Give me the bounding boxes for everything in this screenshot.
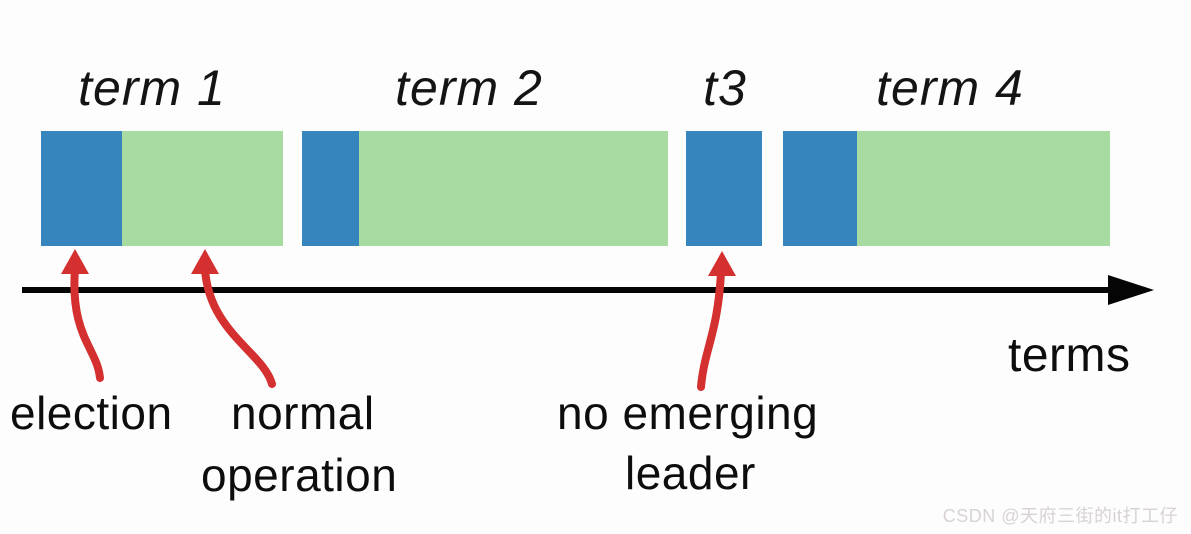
election-pointer-arrow xyxy=(61,249,104,382)
term1-title: term 1 xyxy=(78,60,226,116)
no-emerging-leader-label-line2: leader xyxy=(625,447,756,499)
no-emerging-leader-label-line1: no emerging xyxy=(557,387,819,439)
term4-normal-operation-segment xyxy=(857,131,1110,246)
term1-election-segment xyxy=(41,131,122,246)
no-emerging-leader-pointer-arrow xyxy=(697,251,736,391)
term3-election-segment xyxy=(686,131,762,246)
normal-operation-label-line1: normal xyxy=(231,387,375,439)
csdn-watermark: CSDN @天府三街的it打工仔 xyxy=(942,506,1178,526)
term4-title: term 4 xyxy=(876,60,1024,116)
election-label: election xyxy=(10,387,173,439)
term4-election-segment xyxy=(783,131,857,246)
terms-axis-label: terms xyxy=(1008,329,1131,382)
term2-election-segment xyxy=(302,131,359,246)
term2-title: term 2 xyxy=(395,60,543,116)
normal-operation-label-line2: operation xyxy=(201,449,398,501)
term3-title: t3 xyxy=(703,60,747,116)
normal-operation-pointer-arrow xyxy=(191,249,276,388)
term1-normal-operation-segment xyxy=(122,131,283,246)
time-axis-arrow xyxy=(22,275,1154,305)
term2-normal-operation-segment xyxy=(359,131,668,246)
